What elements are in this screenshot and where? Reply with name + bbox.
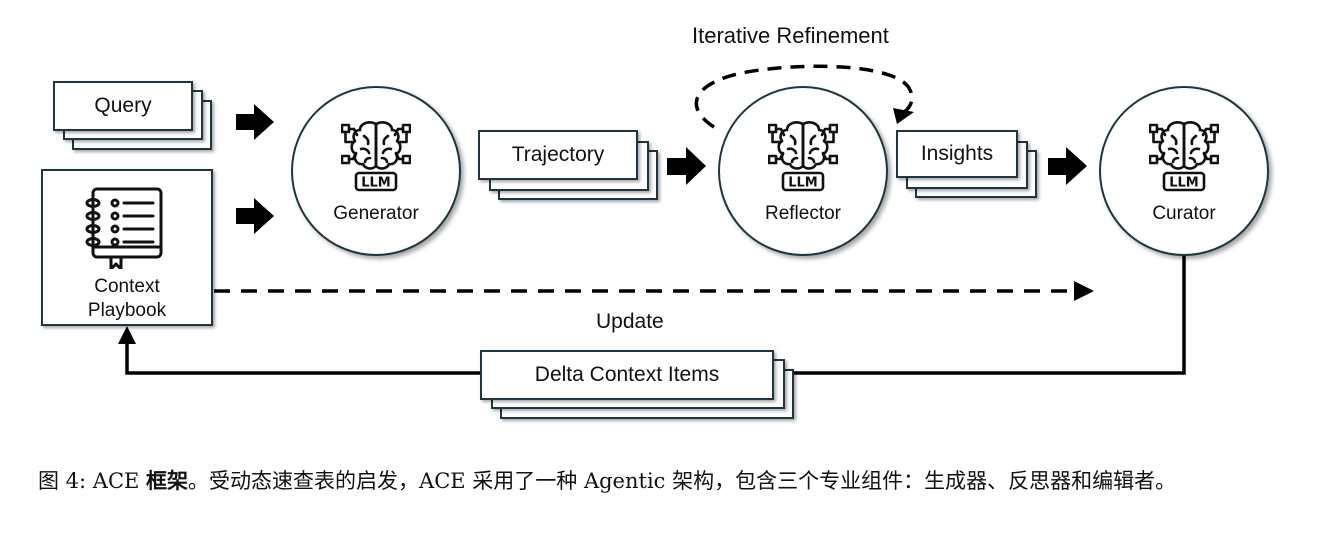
curator-node[interactable]: LLM Curator <box>1099 86 1269 256</box>
brain-circuit-icon: LLM <box>768 121 838 192</box>
caption-text: 。受动态速查表的启发，ACE 采用了一种 Agentic 架构，包含三个专业组件… <box>188 469 1177 493</box>
query-card[interactable]: Query <box>53 81 193 131</box>
iterative-arrowhead <box>893 108 914 124</box>
svg-text:LLM: LLM <box>361 176 391 191</box>
notebook-icon <box>85 187 163 269</box>
figure-caption: 图 4: ACE 框架。受动态速查表的启发，ACE 采用了一种 Agentic … <box>38 462 1318 500</box>
update-label: Update <box>596 310 664 333</box>
delta-card[interactable]: Delta Context Items <box>480 350 774 400</box>
arrow-playbook-to-generator <box>236 198 274 234</box>
iterative-loop <box>694 64 914 129</box>
reflector-node[interactable]: LLM Reflector <box>718 86 888 256</box>
update-arrowhead <box>1074 281 1094 301</box>
svg-text:LLM: LLM <box>1169 176 1199 191</box>
insights-card[interactable]: Insights <box>896 130 1018 178</box>
caption-prefix: 图 4: ACE <box>38 469 147 493</box>
arrow-trajectory-to-reflector <box>667 147 706 185</box>
iterative-refinement-label: Iterative Refinement <box>692 23 889 48</box>
reflector-label: Reflector <box>764 203 842 224</box>
trajectory-label: Trajectory <box>511 143 605 166</box>
playbook-label-line2: Playbook <box>87 300 167 321</box>
context-playbook[interactable]: Context Playbook <box>41 169 213 326</box>
delta-label: Delta Context Items <box>534 363 720 386</box>
arrow-insights-to-curator <box>1048 147 1087 185</box>
generator-node[interactable]: LLM Generator <box>291 86 461 256</box>
arrow-query-to-generator <box>236 104 274 140</box>
query-label: Query <box>94 94 152 117</box>
block-arrow-icon <box>236 104 1087 234</box>
trajectory-card[interactable]: Trajectory <box>478 130 638 180</box>
playbook-label-line1: Context <box>94 276 160 297</box>
feedback-arrowhead <box>118 326 136 344</box>
insights-label: Insights <box>920 142 994 165</box>
svg-text:LLM: LLM <box>788 176 818 191</box>
caption-bold: 框架 <box>146 468 189 493</box>
brain-circuit-icon: LLM <box>341 121 411 192</box>
curator-label: Curator <box>1152 203 1216 224</box>
brain-circuit-icon: LLM <box>1149 121 1219 192</box>
playbook-label: Context Playbook <box>43 275 211 323</box>
generator-label: Generator <box>333 203 419 224</box>
